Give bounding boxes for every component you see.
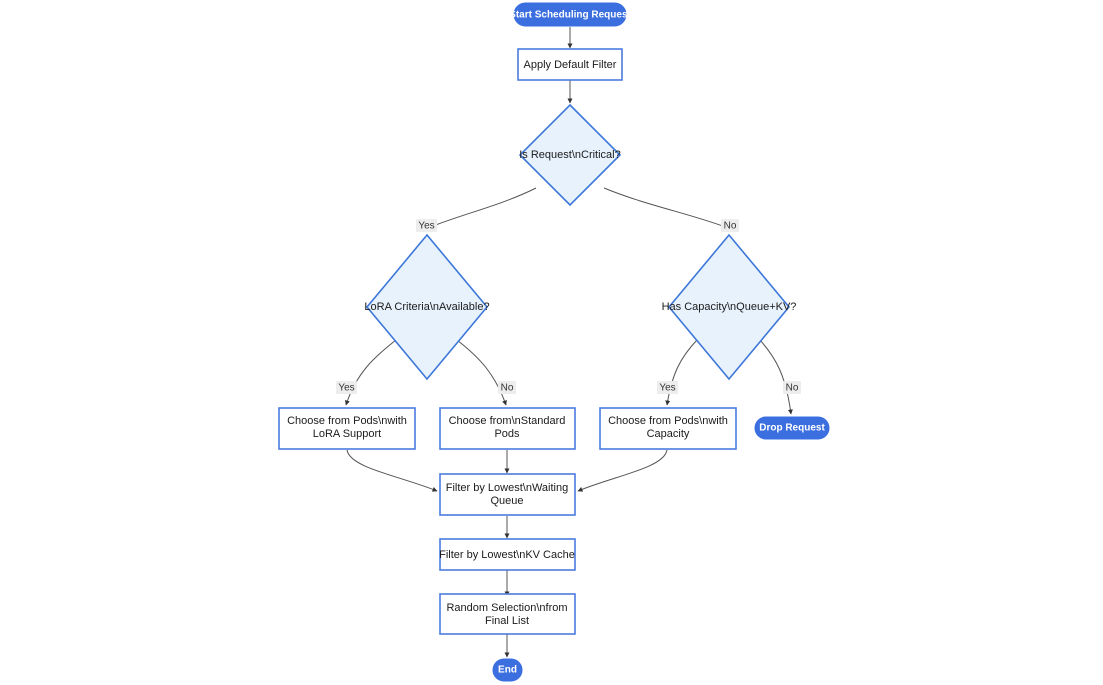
node-has-capacity-label: Has Capacity\nQueue+KV? [662,301,797,313]
node-is-request-critical[interactable]: Is Request\nCritical? [518,103,622,207]
node-filter-waiting-queue[interactable]: Filter by Lowest\nWaiting Queue [439,473,576,516]
edge-label-critical-yes-text: Yes [418,221,434,232]
node-choose-lora-pods-label-line1: Choose from Pods\nwith [287,415,407,427]
edge-label-critical-no: No [721,219,739,232]
node-choose-lora-pods-label-line2: LoRA Support [313,428,382,440]
edge-lora-yes-to-lora-pods [345,339,397,406]
node-choose-capacity-pods-shape[interactable] [599,407,737,450]
node-drop-request[interactable]: Drop Request [754,416,830,440]
edge-label-capacity-yes: Yes [657,381,678,394]
edge-capacity-pods-to-filter-queue [577,449,668,492]
node-choose-capacity-pods-label-line1: Choose from Pods\nwith [608,415,728,427]
edge-label-critical-yes: Yes [416,219,437,232]
node-drop-request-shape[interactable] [754,416,830,440]
node-choose-standard-pods-shape[interactable] [439,407,576,450]
edge-label-capacity-no: No [783,381,801,394]
node-random-selection-shape[interactable] [439,593,576,635]
node-filter-waiting-queue-shape[interactable] [439,473,576,516]
edge-label-critical-no-text: No [724,221,737,232]
node-random-selection[interactable]: Random Selection\nfrom Final List [439,593,576,635]
node-has-capacity-shape[interactable] [667,233,791,381]
node-filter-kv-cache[interactable]: Filter by Lowest\nKV Cache [439,538,576,571]
edge-labels-layer: Yes No Yes No Yes No [336,219,801,394]
node-choose-capacity-pods-label-line2: Capacity [647,428,690,440]
node-filter-kv-cache-shape[interactable] [439,538,576,571]
node-choose-standard-pods-label-line2: Pods [494,428,520,440]
node-end-shape[interactable] [492,658,523,682]
edge-label-lora-no-text: No [501,383,514,394]
edge-label-lora-yes-text: Yes [338,383,354,394]
node-lora-criteria-available-label: LoRA Criteria\nAvailable? [364,301,489,313]
node-random-selection-label-line2: Final List [485,615,529,627]
node-choose-lora-pods-shape[interactable] [278,407,416,450]
node-choose-standard-pods[interactable]: Choose from\nStandard Pods [439,407,576,450]
node-apply-default-filter[interactable]: Apply Default Filter [517,48,623,81]
edge-label-capacity-no-text: No [786,383,799,394]
node-filter-waiting-queue-label-line1: Filter by Lowest\nWaiting [446,482,568,494]
node-apply-default-filter-label: Apply Default Filter [524,59,617,71]
node-lora-criteria-available-shape[interactable] [365,233,489,381]
node-has-capacity[interactable]: Has Capacity\nQueue+KV? [662,233,797,381]
node-end[interactable]: End [492,658,523,682]
edge-capacity-no-to-drop-request [759,339,793,415]
node-choose-capacity-pods[interactable]: Choose from Pods\nwith Capacity [599,407,737,450]
edge-capacity-yes-to-capacity-pods [665,339,698,406]
node-start-shape[interactable] [513,2,627,27]
edge-critical-no-to-capacity [603,187,729,229]
node-filter-waiting-queue-label-line2: Queue [490,495,523,507]
edge-label-capacity-yes-text: Yes [659,383,675,394]
node-random-selection-label-line1: Random Selection\nfrom [446,602,567,614]
edge-lora-pods-to-filter-queue [346,449,438,492]
node-start-label: Start Scheduling Request [509,10,631,21]
node-is-request-critical-label: Is Request\nCritical? [519,149,621,161]
node-lora-criteria-available[interactable]: LoRA Criteria\nAvailable? [364,233,490,381]
node-choose-standard-pods-label-line1: Choose from\nStandard [449,415,566,427]
edge-label-lora-yes: Yes [336,381,357,394]
node-start[interactable]: Start Scheduling Request [509,2,632,27]
node-choose-lora-pods[interactable]: Choose from Pods\nwith LoRA Support [278,407,416,450]
node-is-request-critical-shape[interactable] [518,103,622,207]
edge-label-lora-no: No [498,381,516,394]
edge-lora-no-to-standard-pods [456,339,507,406]
edge-critical-yes-to-lora [427,187,537,229]
edges-layer [345,27,793,658]
node-filter-kv-cache-label: Filter by Lowest\nKV Cache [439,549,575,561]
node-apply-default-filter-shape[interactable] [517,48,623,81]
node-drop-request-label: Drop Request [759,423,825,434]
node-end-label: End [498,665,517,676]
